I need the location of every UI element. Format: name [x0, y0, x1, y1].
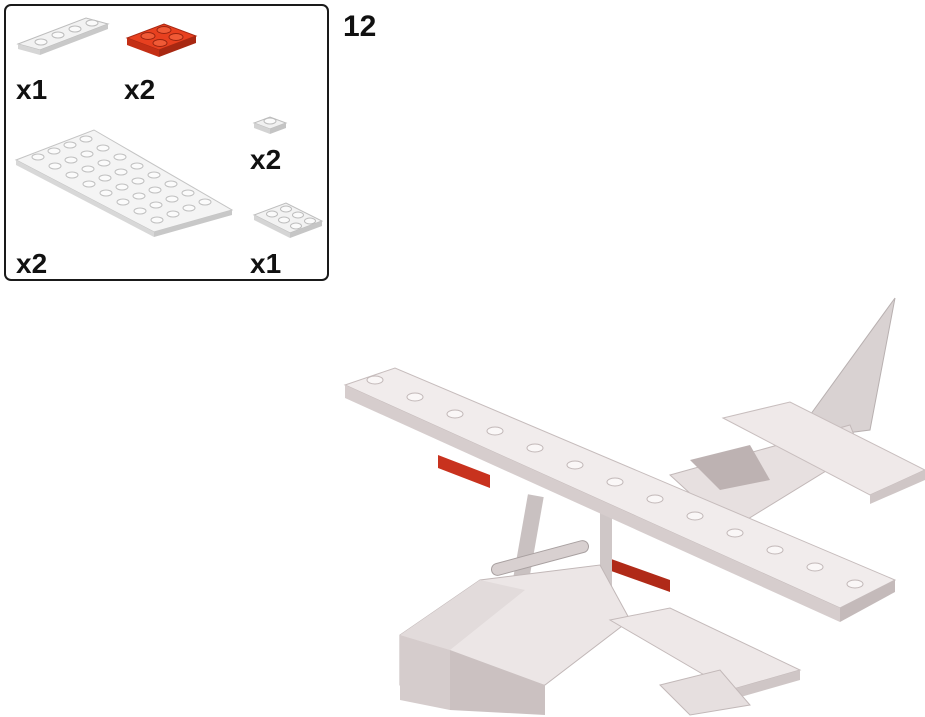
step-number: 12 — [343, 10, 377, 43]
part-qty: x2 — [250, 144, 282, 175]
white-plate-4x8-icon — [14, 129, 234, 237]
red-plate-2x2-icon — [125, 23, 198, 57]
white-plate-1x1-icon — [252, 116, 288, 134]
white-plate-1x4-icon — [16, 17, 110, 55]
part-qty: x2 — [124, 74, 156, 105]
parts-list-box: x1 x2 x2 x — [4, 4, 329, 281]
part-qty: x2 — [16, 248, 48, 279]
part-qty: x1 — [16, 74, 48, 105]
airplane-model-illustration — [343, 297, 925, 716]
part-qty: x1 — [250, 248, 282, 279]
white-plate-2x3-icon — [252, 202, 324, 238]
